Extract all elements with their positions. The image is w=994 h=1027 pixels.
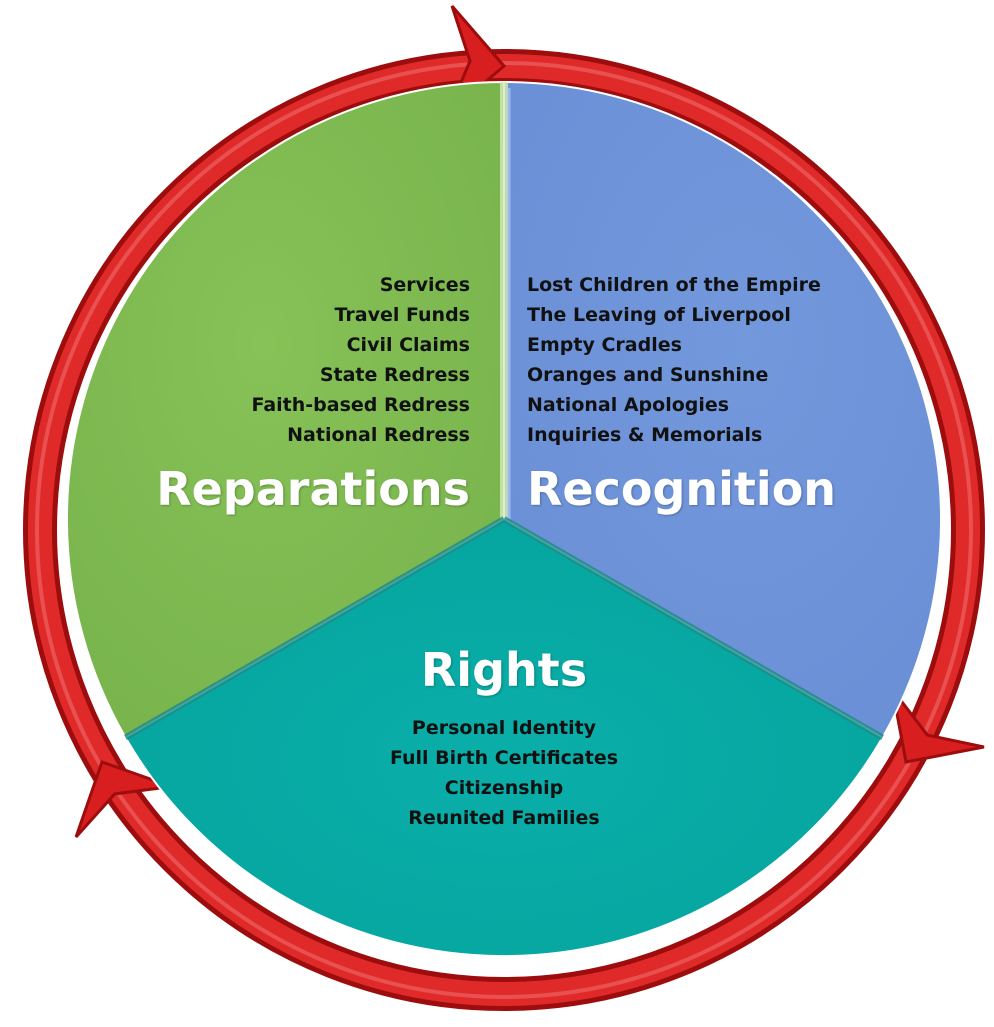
list-item: Oranges and Sunshine [527, 364, 769, 386]
divider-right [502, 516, 884, 741]
recognition-list: Lost Children of the Empire The Leaving … [527, 270, 821, 450]
reparations-title: Reparations [156, 462, 470, 516]
list-item: Full Birth Certificates [389, 747, 619, 769]
segment-reparations [65, 80, 505, 739]
segment-recognition [503, 80, 943, 739]
arrow-bottom-right-icon [890, 688, 985, 764]
list-item: State Redress [319, 364, 470, 386]
rights-title: Rights [420, 643, 588, 697]
list-item: Lost Children of the Empire [527, 274, 821, 296]
list-item: The Leaving of Liverpool [527, 304, 791, 326]
list-item: Travel Funds [334, 304, 470, 326]
reparations-list: Services Travel Funds Civil Claims State… [251, 270, 470, 450]
rights-list: Personal Identity Full Birth Certificate… [0, 713, 994, 833]
list-item: Civil Claims [346, 334, 470, 356]
list-item: Inquiries & Memorials [527, 424, 763, 446]
list-item: National Redress [287, 424, 470, 446]
list-item: Citizenship [444, 777, 564, 799]
cycle-ring-shine [35, 61, 973, 999]
list-item: Empty Cradles [527, 334, 682, 356]
recognition-title: Recognition [527, 462, 837, 516]
list-item: Reunited Families [408, 807, 600, 829]
list-item: National Apologies [527, 394, 730, 416]
list-item: Personal Identity [411, 717, 597, 739]
segment-rights [124, 517, 884, 957]
list-item: Services [379, 274, 470, 296]
divider-left [124, 516, 506, 741]
arrow-bottom-left-icon [74, 760, 173, 839]
list-item: Faith-based Redress [251, 394, 470, 416]
